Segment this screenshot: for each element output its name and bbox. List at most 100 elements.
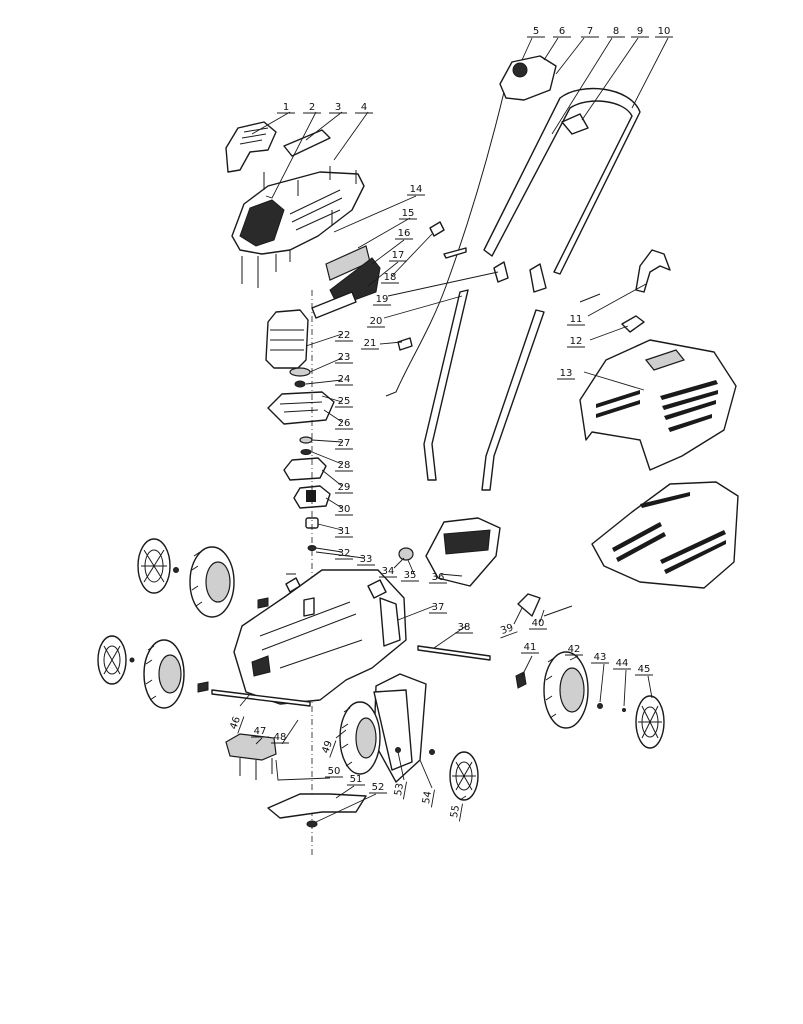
leader-line-31 [317,523,343,531]
part-number-3: 3 [335,102,341,113]
leader-line-17 [367,261,399,287]
part-number-25: 25 [338,396,351,407]
leader-line-23 [309,357,343,373]
part-number-1: 1 [283,102,289,113]
part-number-26: 26 [338,418,351,429]
leader-line-2 [265,111,317,199]
leader-line-21 [379,341,403,345]
part-number-15: 15 [402,208,415,219]
label-underline-55 [458,803,463,822]
leader-line-19 [387,271,499,297]
leader-line-1 [251,111,291,135]
leader-line-50 [275,759,331,781]
part-number-31: 31 [338,526,351,537]
part-number-21: 21 [364,338,377,349]
label-underline-53 [402,781,407,800]
part-number-5: 5 [533,26,539,37]
leader-line-12 [589,325,629,341]
part-number-14: 14 [410,184,423,195]
leader-line-27 [311,439,343,443]
leader-line-29 [321,469,343,487]
part-number-42: 42 [568,644,581,655]
leader-line-10 [631,37,669,109]
blade-part [267,793,367,819]
side-plate-part [379,597,401,647]
part-number-10: 10 [658,26,671,37]
leader-line-18 [391,233,433,277]
label-underline-49 [329,740,337,758]
label-underline-39 [500,631,518,639]
front-axle-part [211,689,311,707]
switch-cover-part [225,121,277,173]
handle-assembly [385,55,671,491]
leader-line-22 [305,333,343,347]
part-number-27: 27 [338,438,351,449]
handle-clip-part [561,113,589,135]
leader-line-6 [543,37,559,61]
bracket-part [621,315,645,333]
leader-lines [239,37,669,823]
leader-line-24 [305,379,343,385]
leader-line-41 [521,655,533,677]
label-underline-46 [237,716,245,734]
washer-part [294,380,306,388]
part-number-38: 38 [458,622,471,633]
leader-line-46 [239,693,251,707]
part-number-8: 8 [613,26,619,37]
leader-line-33 [315,551,365,559]
leader-line-20 [383,295,463,319]
lower-handle-right-part [481,309,545,491]
leader-line-9 [581,37,639,121]
part-number-9: 9 [637,26,643,37]
leader-line-13 [583,371,645,391]
part-number-41: 41 [524,642,537,653]
leader-line-8 [551,37,613,135]
part-number-18: 18 [384,272,397,283]
leader-line-30 [325,497,343,509]
leader-line-53 [397,751,405,781]
part-number-12: 12 [570,336,583,347]
leader-line-25 [321,395,343,403]
part-number-33: 33 [360,554,373,565]
leader-line-38 [433,625,467,649]
leader-line-11 [587,283,647,317]
height-adjuster-part [225,733,277,761]
grass-box [579,339,739,589]
leader-line-44 [623,669,627,707]
lower-handle-left-part [423,289,469,481]
part-number-6: 6 [559,26,565,37]
part-number-2: 2 [309,102,315,113]
upper-handle-part [483,87,641,275]
hubcap-bottom [449,751,479,801]
part-number-45: 45 [638,664,651,675]
fan-part [289,367,311,377]
leader-line-52 [315,793,377,823]
part-number-11: 11 [570,314,583,325]
leader-line-55 [459,795,467,801]
fan-guard-part [283,457,327,481]
leader-line-35 [407,559,415,575]
part-number-47: 47 [254,726,267,737]
cable-clamp-part [311,291,357,319]
part-number-4: 4 [361,102,367,113]
part-number-43: 43 [594,652,607,663]
part-number-34: 34 [382,566,395,577]
leader-line-54 [419,759,433,789]
part-number-29: 29 [338,482,351,493]
part-number-30: 30 [338,504,351,515]
wheels [97,538,665,801]
motor-base-part [267,391,335,425]
leader-line-15 [357,217,411,249]
leader-line-37 [397,605,435,621]
leader-line-32 [315,547,343,553]
label-underline-54 [430,789,435,808]
leader-line-42 [569,655,579,661]
leader-line-43 [599,663,605,703]
part-number-52: 52 [372,782,385,793]
part-number-48: 48 [274,732,287,743]
wheel-rear-right [543,651,665,749]
leader-line-16 [371,239,405,265]
part-number-7: 7 [587,26,593,37]
wheel-front-left-bottom [97,635,209,709]
